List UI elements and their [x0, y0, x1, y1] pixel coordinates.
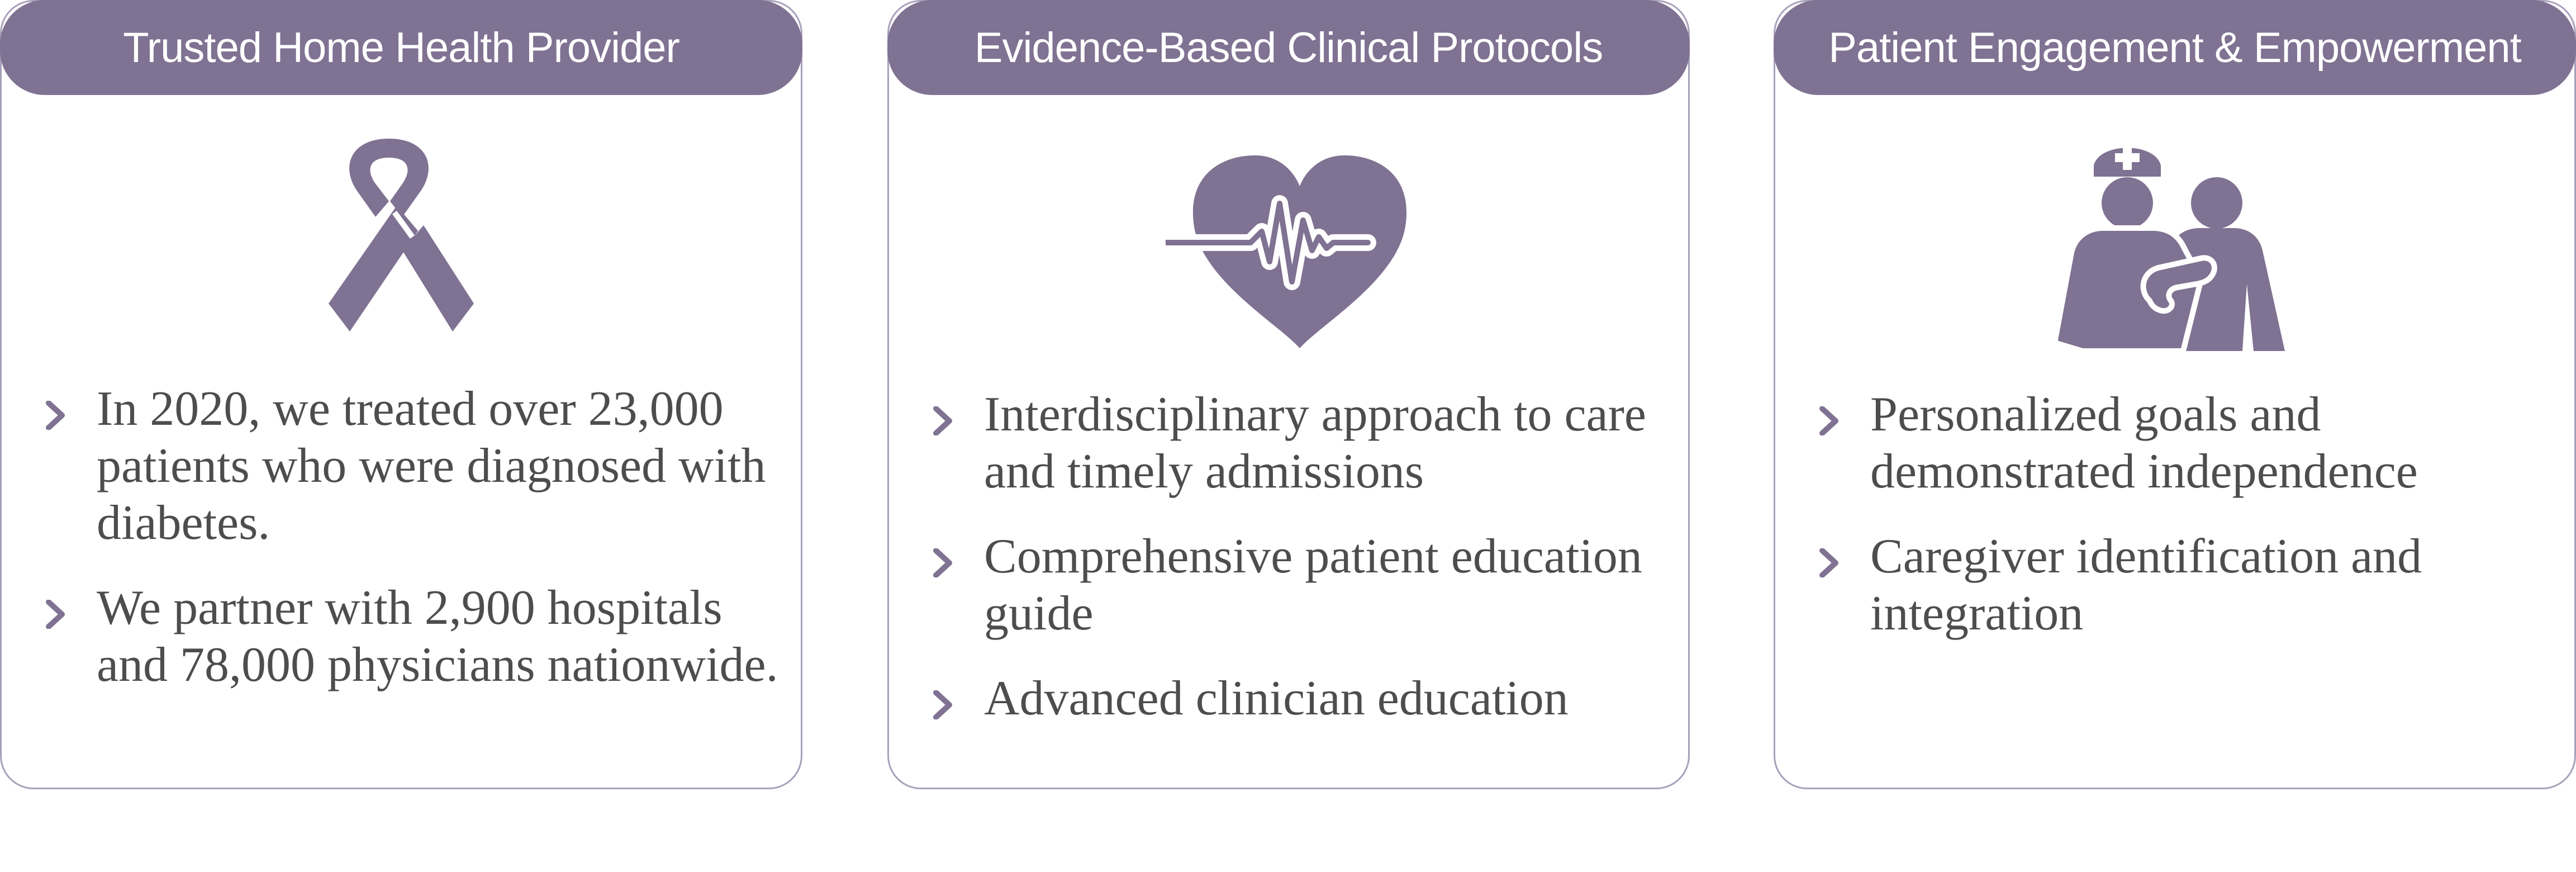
card-title: Patient Engagement & Empowerment	[1774, 0, 2576, 95]
bullet-text: Advanced clinician education	[984, 671, 1569, 726]
bullet-text: Caregiver identification and integration	[1870, 529, 2422, 641]
card-patient-engagement-empowerment: Patient Engagement & Empowerment Persona…	[1774, 0, 2576, 789]
heart-pulse-icon	[1166, 155, 1407, 348]
list-item: Advanced clinician education	[933, 670, 1666, 727]
list-item: In 2020, we treated over 23,000 patients…	[45, 381, 778, 552]
list-item: Personalized goals and demonstrated inde…	[1819, 386, 2552, 500]
list-item: We partner with 2,900 hospitals and 78,0…	[45, 580, 778, 694]
list-item: Interdisciplinary approach to care and t…	[933, 386, 1666, 500]
chevron-right-icon	[46, 600, 65, 629]
list-item: Comprehensive patient education guide	[933, 528, 1666, 642]
chevron-right-icon	[933, 406, 952, 435]
card-title: Trusted Home Health Provider	[0, 0, 802, 95]
card-title: Evidence-Based Clinical Protocols	[887, 0, 1690, 95]
chevron-right-icon	[933, 548, 952, 577]
chevron-right-icon	[933, 690, 952, 719]
chevron-right-icon	[1819, 548, 1838, 577]
nurse-and-patient-icon	[2055, 145, 2285, 351]
card-evidence-based-clinical-protocols: Evidence-Based Clinical Protocols Interd…	[887, 0, 1690, 789]
chevron-right-icon	[46, 401, 65, 430]
list-item: Caregiver identification and integration	[1819, 528, 2552, 642]
awareness-ribbon-icon	[329, 139, 474, 331]
bullet-text: We partner with 2,900 hospitals and 78,0…	[97, 581, 778, 692]
chevron-right-icon	[1819, 406, 1838, 435]
bullet-text: Interdisciplinary approach to care and t…	[984, 387, 1646, 499]
bullet-text: Comprehensive patient education guide	[984, 529, 1642, 641]
card-trusted-home-health-provider: Trusted Home Health Provider In 2020, we…	[0, 0, 802, 789]
bullet-text: In 2020, we treated over 23,000 patients…	[97, 382, 766, 550]
bullet-text: Personalized goals and demonstrated inde…	[1870, 387, 2418, 499]
